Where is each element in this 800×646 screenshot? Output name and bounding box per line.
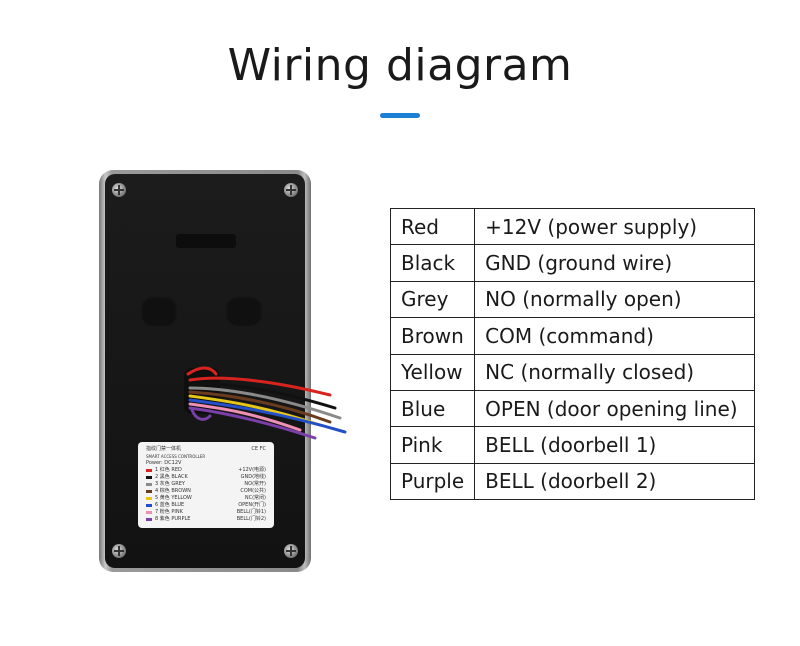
wire-color-cell: Black <box>389 244 476 282</box>
wire-function-cell: BELL (doorbell 1) <box>474 426 756 464</box>
wire-function-cell: BELL (doorbell 2) <box>474 462 756 501</box>
label-row: 5 黄色 YELLOW NC(常闭) <box>146 495 266 502</box>
label-row: 6 蓝色 BLUE OPEN(开门) <box>146 502 266 509</box>
label-pin-name: OPEN(开门) <box>238 502 266 508</box>
certification-marks: CE FC <box>251 446 266 452</box>
color-swatch <box>146 518 152 521</box>
color-swatch <box>146 469 152 472</box>
label-row: 2 黑色 BLACK GND(地线) <box>146 474 266 481</box>
wire-color-cell: Pink <box>389 426 476 464</box>
label-pin-name: BELL(门铃1) <box>236 509 266 515</box>
label-row: 1 红色 RED +12V(电源) <box>146 467 266 474</box>
wire-function-cell: NC (normally closed) <box>474 353 756 391</box>
device-label-sticker: 指纹门禁一体机 CE FC SMART ACCESS CONTROLLER Po… <box>138 442 274 528</box>
label-pin-name: GND(地线) <box>240 474 266 480</box>
label-wire-name: 8 紫色 PURPLE <box>155 516 191 522</box>
label-power: Power: DC12V <box>146 460 182 466</box>
label-pin-name: NO(常开) <box>244 481 266 487</box>
label-wire-name: 6 蓝色 BLUE <box>155 502 185 508</box>
label-wire-name: 1 红色 RED <box>155 467 182 473</box>
label-row: 8 紫色 PURPLE BELL(门铃2) <box>146 516 266 523</box>
label-wire-name: 2 黑色 BLACK <box>155 474 188 480</box>
wire-function-cell: GND (ground wire) <box>474 244 756 282</box>
label-pin-name: +12V(电源) <box>238 467 266 473</box>
wire-color-cell: Yellow <box>389 353 476 391</box>
label-subheading: SMART ACCESS CONTROLLER <box>146 454 206 459</box>
mount-bump <box>226 296 262 326</box>
mount-bump <box>141 296 177 326</box>
table-row: Red+12V (power supply) <box>389 207 756 246</box>
color-swatch <box>146 504 152 507</box>
label-wire-name: 5 黄色 YELLOW <box>155 495 192 501</box>
device-slot <box>176 234 236 248</box>
screw-icon <box>112 183 126 197</box>
wire-color-cell: Blue <box>389 389 476 428</box>
screw-icon <box>112 544 126 558</box>
page-title: Wiring diagram <box>227 40 573 91</box>
wire-function-cell: COM (command) <box>474 317 756 355</box>
label-pin-name: NC(常闭) <box>244 495 266 501</box>
label-row: 3 灰色 GREY NO(常开) <box>146 481 266 488</box>
color-swatch <box>146 511 152 514</box>
label-wire-name: 7 粉色 PINK <box>155 509 183 515</box>
color-swatch <box>146 490 152 493</box>
title-underline <box>380 113 420 118</box>
label-pin-name: COM(公共) <box>240 488 266 494</box>
color-swatch <box>146 483 152 486</box>
wire-color-cell: Grey <box>389 280 476 319</box>
wire-color-cell: Brown <box>389 317 476 355</box>
wire-color-cell: Red <box>389 207 476 246</box>
screw-icon <box>284 544 298 558</box>
color-swatch <box>146 497 152 500</box>
wire-function-cell: OPEN (door opening line) <box>474 389 756 428</box>
wire-bundle <box>186 366 347 440</box>
label-wire-name: 3 灰色 GREY <box>155 481 185 487</box>
label-row: 4 棕色 BROWN COM(公共) <box>146 488 266 495</box>
wire-color-cell: Purple <box>389 462 476 501</box>
label-wire-name: 4 棕色 BROWN <box>155 488 191 494</box>
wire-function-cell: NO (normally open) <box>474 280 756 319</box>
color-swatch <box>146 476 152 479</box>
label-pin-name: BELL(门铃2) <box>236 516 266 522</box>
wire-function-cell: +12V (power supply) <box>474 207 756 246</box>
label-heading: 指纹门禁一体机 <box>146 446 182 452</box>
label-row: 7 粉色 PINK BELL(门铃1) <box>146 509 266 516</box>
screw-icon <box>284 183 298 197</box>
